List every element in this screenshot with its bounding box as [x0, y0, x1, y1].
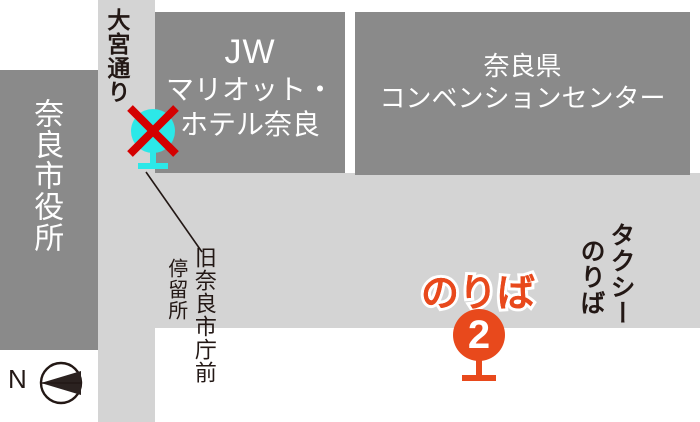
label-taxi-stand-line1: タクシー	[607, 222, 635, 326]
red-x-cancel-icon	[127, 105, 179, 157]
label-jw-line2: マリオット・	[165, 74, 334, 106]
label-jw-marriott: JW マリオット・ ホテル奈良	[156, 32, 344, 142]
label-convention-line1: 奈良県	[483, 51, 562, 81]
plaza-area-right	[596, 228, 700, 328]
label-jw-line1: JW	[224, 33, 276, 71]
compass-north-letter: N	[8, 364, 27, 394]
building-jw-marriott	[155, 12, 345, 173]
label-old-city-hall-stop: 旧奈良市庁前	[191, 246, 217, 384]
compass-needle-icon	[39, 361, 83, 405]
label-nara-city-hall: 奈良市役所	[29, 98, 63, 253]
building-nara-city-hall	[0, 70, 98, 350]
compass: N	[8, 358, 94, 408]
label-convention-center: 奈良県 コンベンションセンター	[356, 50, 689, 114]
label-convention-line2: コンベンションセンター	[379, 83, 666, 114]
leader-line	[145, 171, 203, 253]
noriba-pin-icon: 2	[453, 309, 505, 381]
label-noriba: のりば	[420, 273, 535, 315]
label-taxi-stand-line2: のりば	[577, 238, 605, 316]
noriba-number: 2	[468, 313, 490, 357]
marker-noriba-2[interactable]: のりば のりば 2	[418, 262, 538, 384]
label-bus-stop-suffix: 停留所	[164, 258, 187, 321]
label-road-omiya-dori: 大宮通り	[103, 8, 130, 104]
building-nara-convention-center	[355, 12, 690, 175]
label-jw-line3: ホテル奈良	[179, 108, 320, 140]
marker-bus-stop-cancelled[interactable]	[122, 100, 184, 178]
